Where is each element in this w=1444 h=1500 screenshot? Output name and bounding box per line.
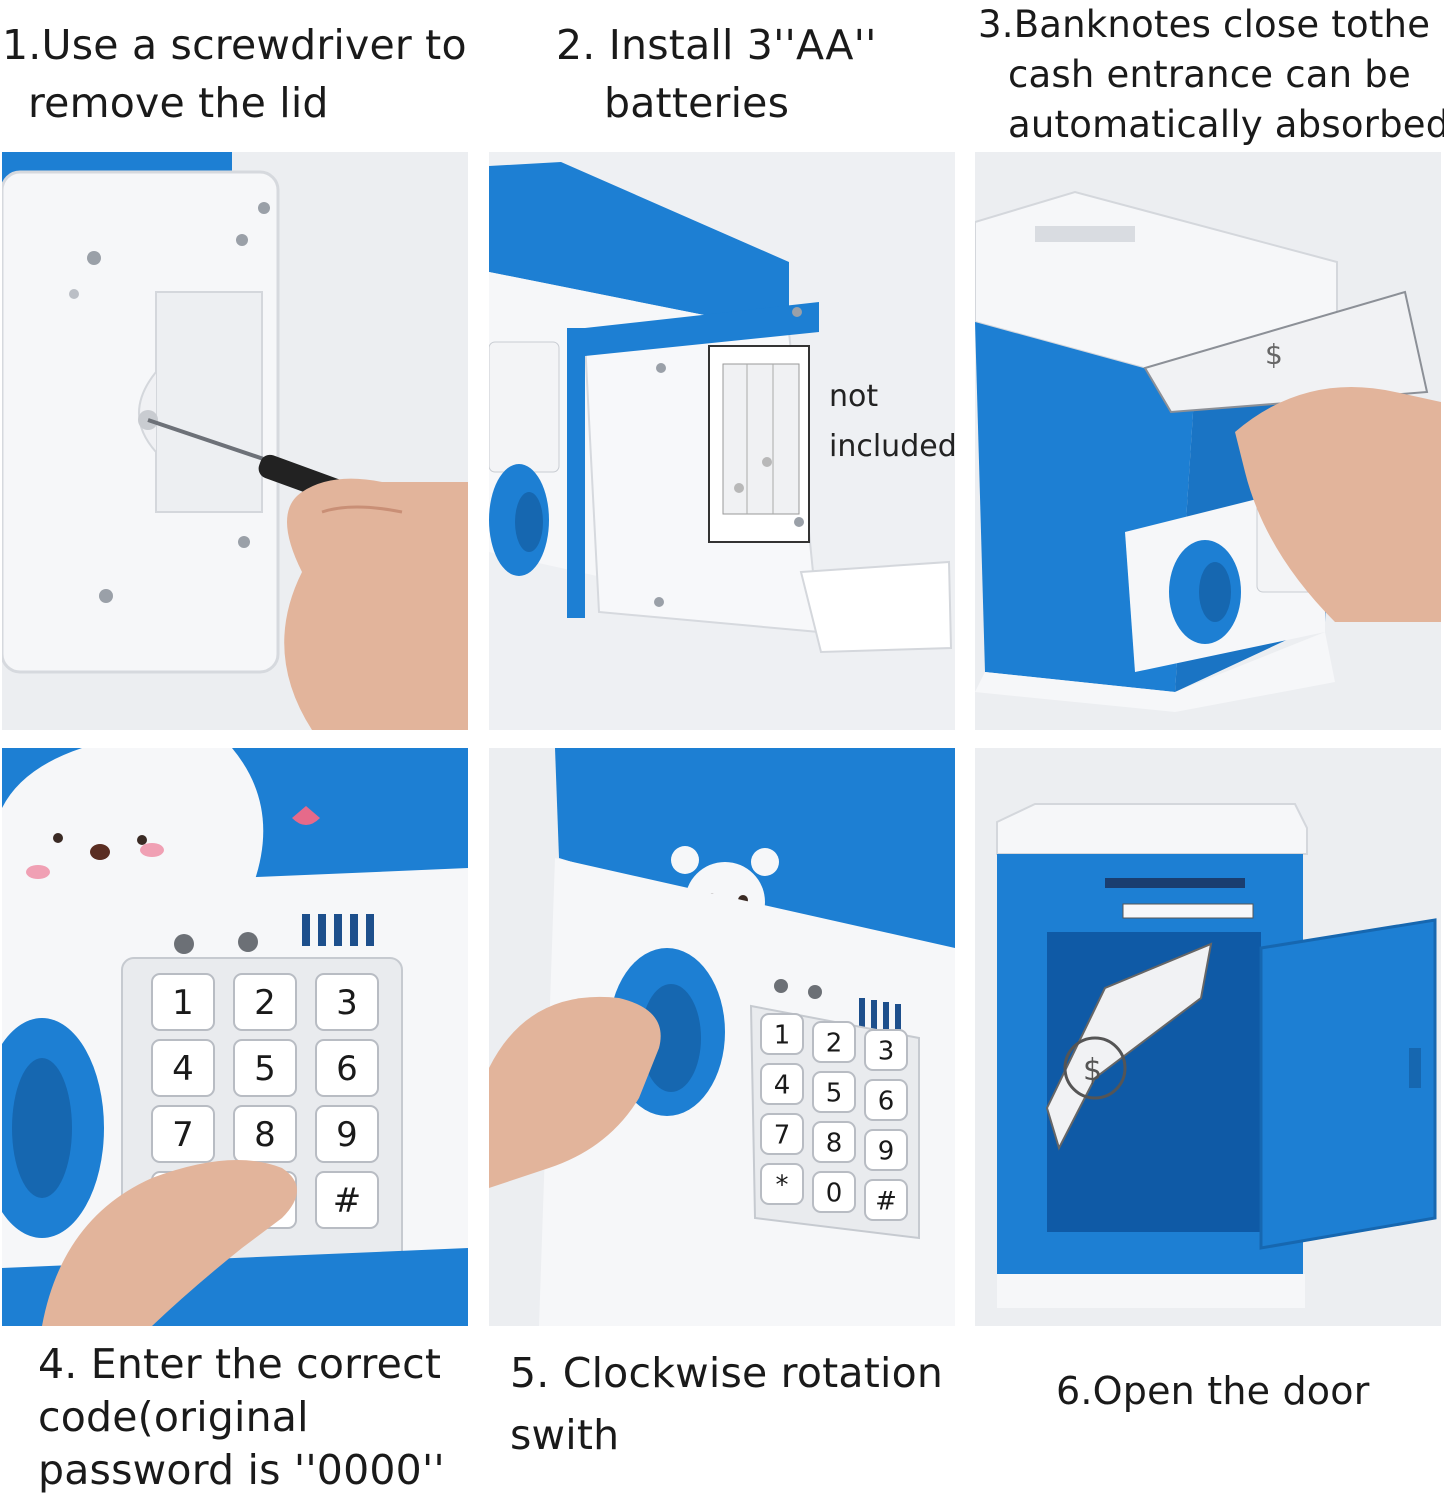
step-5-photo: 1 2 3 4 5 6 7 8 9 * 0 #	[489, 748, 955, 1326]
step-4-keypad-key-9: 9	[315, 1105, 379, 1163]
step-3-caption-line-2: cash entrance can be	[1008, 53, 1411, 96]
step-3-caption-line-3: automatically absorbed	[1008, 103, 1444, 146]
step-5-keypad-key-4: 4	[760, 1063, 804, 1105]
step-4-keypad-key-1: 1	[151, 973, 215, 1031]
step-4-caption-line-3: password is ''0000''	[38, 1446, 445, 1494]
step-5-keypad-key-5: 5	[812, 1071, 856, 1113]
step-4-keypad-key-label: 8	[254, 1115, 276, 1155]
step-5-caption-line-1: 5. Clockwise rotation	[510, 1349, 944, 1397]
step-4-keypad-key-label: 3	[336, 983, 358, 1023]
step-5-keypad-key-label: #	[875, 1186, 897, 1216]
step-5-keypad-key-hash: #	[864, 1179, 908, 1221]
step-4-caption-line-1: 4. Enter the correct	[38, 1340, 442, 1388]
step-3-caption-line-1: 3.Banknotes close tothe	[978, 3, 1431, 46]
step-5-keypad-key-7: 7	[760, 1113, 804, 1155]
step-4-keypad-key-label: 7	[172, 1115, 194, 1155]
step-6-caption-line-1: 6.Open the door	[1056, 1369, 1370, 1413]
not-included-note-line-1: not	[829, 379, 878, 414]
step-5-keypad-key-label: 8	[826, 1128, 843, 1158]
step-1-caption-line-2: remove the lid	[28, 79, 329, 127]
svg-text:$: $	[1265, 338, 1283, 371]
step-4-keypad-key-2: 2	[233, 973, 297, 1031]
step-5-keypad-key-label: 0	[826, 1178, 843, 1208]
step-5-keypad-key-star: *	[760, 1163, 804, 1205]
step-5-keypad-key-6: 6	[864, 1079, 908, 1121]
step-4-keypad-key-5: 5	[233, 1039, 297, 1097]
step-5-keypad-key-label: 9	[878, 1136, 895, 1166]
step-1-caption: 1.Use a screwdriver to remove the lid	[2, 16, 467, 132]
step-4-keypad-key-3: 3	[315, 973, 379, 1031]
step-5-keypad-key-label: 1	[774, 1020, 791, 1050]
step-3-caption: 3.Banknotes close tothe cash entrance ca…	[978, 0, 1444, 150]
step-5-keypad-key-label: 4	[774, 1070, 791, 1100]
step-5-keypad-key-label: 2	[826, 1028, 843, 1058]
step-4-keypad-key-hash: #	[315, 1171, 379, 1229]
step-4-keypad-key-label: 4	[172, 1049, 194, 1089]
step-4-keypad-key-6: 6	[315, 1039, 379, 1097]
step-5-caption-line-2: swith	[510, 1411, 620, 1459]
step-4-keypad-key-4: 4	[151, 1039, 215, 1097]
step-5-keypad-key-label: 3	[878, 1036, 895, 1066]
step-2-caption-line-2: batteries	[604, 79, 790, 127]
step-6-photo: $	[975, 748, 1441, 1326]
step-5-keypad-key-label: 6	[878, 1086, 895, 1116]
step-5-keypad-key-2: 2	[812, 1021, 856, 1063]
step-4-keypad-key-7: 7	[151, 1105, 215, 1163]
step-4-keypad-key-8: 8	[233, 1105, 297, 1163]
step-5-keypad-key-label: *	[776, 1170, 789, 1200]
step-4-caption: 4. Enter the correct code(original passw…	[38, 1338, 445, 1497]
step-5-keypad-key-label: 7	[774, 1120, 791, 1150]
step-4-keypad-key-label: #	[333, 1181, 362, 1221]
step-4-keypad-key-label: 5	[254, 1049, 276, 1089]
step-4-keypad-key-label: 9	[336, 1115, 358, 1155]
step-5-keypad-key-1: 1	[760, 1013, 804, 1055]
step-3-photo: $	[975, 152, 1441, 730]
step-2-caption-line-1: 2. Install 3''AA''	[556, 21, 877, 69]
step-5-keypad-key-label: 5	[826, 1078, 843, 1108]
step-1-caption-line-1: 1.Use a screwdriver to	[2, 21, 467, 69]
step-4-caption-line-2: code(original	[38, 1393, 309, 1441]
step-2-photo: not included	[489, 152, 955, 730]
step-4-keypad-key-label: 6	[336, 1049, 358, 1089]
step-2-caption: 2. Install 3''AA'' batteries	[556, 16, 877, 132]
step-5-keypad-key-9: 9	[864, 1129, 908, 1171]
step-1-photo	[2, 152, 468, 730]
step-5-keypad-key-8: 8	[812, 1121, 856, 1163]
not-included-note-line-2: included	[829, 429, 955, 464]
svg-text:$: $	[1083, 1053, 1102, 1088]
step-5-keypad-key-3: 3	[864, 1029, 908, 1071]
step-4-keypad-key-label: 2	[254, 983, 276, 1023]
step-5-keypad-key-0: 0	[812, 1171, 856, 1213]
step-6-caption: 6.Open the door	[1056, 1362, 1370, 1420]
step-5-caption: 5. Clockwise rotation swith	[510, 1342, 943, 1466]
step-4-keypad-key-label: 1	[172, 983, 194, 1023]
